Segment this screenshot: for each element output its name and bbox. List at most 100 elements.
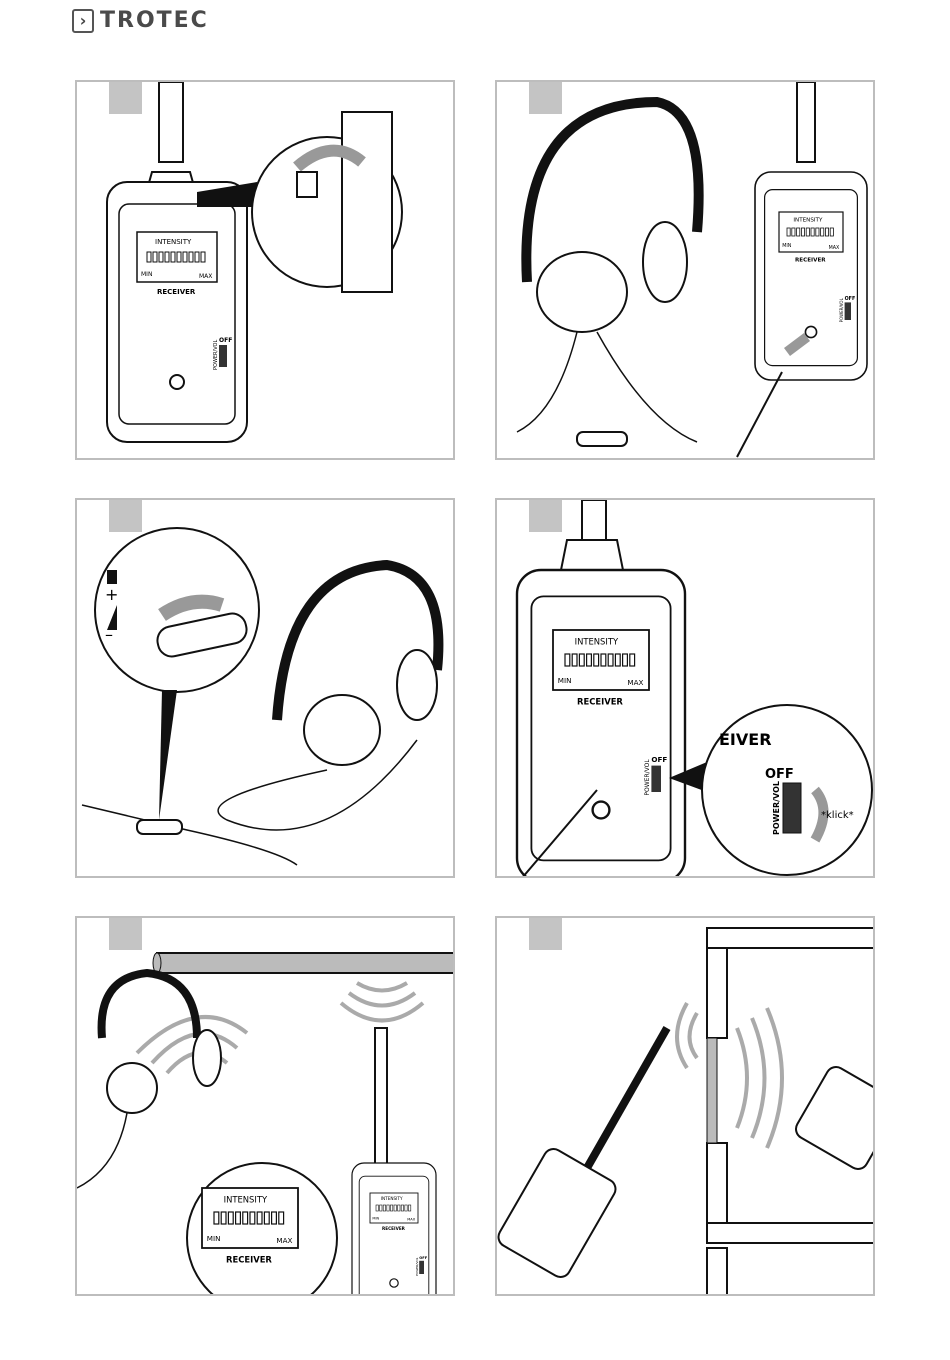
intensity-bar-segment bbox=[821, 228, 824, 236]
intensity-bar-segment bbox=[189, 252, 193, 262]
power-volume-switch[interactable] bbox=[419, 1261, 424, 1274]
receiver-label: RECEIVER bbox=[795, 258, 826, 264]
intensity-bar-segment bbox=[387, 1205, 389, 1211]
intensity-bar-segment bbox=[398, 1205, 400, 1211]
intensity-bar-segment bbox=[587, 654, 592, 666]
off-label: OFF bbox=[651, 755, 667, 764]
max-label: MAX bbox=[627, 678, 643, 687]
max-label: MAX bbox=[829, 245, 840, 251]
intensity-bar-segment bbox=[394, 1205, 396, 1211]
intensity-bar-segment bbox=[801, 228, 804, 236]
intensity-bar-segment bbox=[572, 654, 577, 666]
signal-waves-icon bbox=[677, 1003, 782, 1148]
intensity-bar-segment bbox=[195, 252, 199, 262]
intensity-bar-segment bbox=[797, 228, 800, 236]
intensity-bar-segment bbox=[383, 1205, 385, 1211]
intensity-bar-segment bbox=[630, 654, 635, 666]
intensity-bar-segment bbox=[171, 252, 175, 262]
intensity-label: INTENSITY bbox=[793, 218, 823, 224]
figure-panel-6 bbox=[495, 916, 875, 1296]
intensity-bar-segment bbox=[787, 228, 790, 236]
svg-text:OFF: OFF bbox=[765, 767, 794, 782]
wall-locating-illustration bbox=[497, 918, 875, 1296]
svg-text:EIVER: EIVER bbox=[719, 730, 772, 749]
intensity-bar-segment bbox=[257, 1212, 262, 1224]
intensity-bar-segment bbox=[243, 1212, 248, 1224]
max-label: MAX bbox=[276, 1236, 292, 1245]
max-label: MAX bbox=[199, 273, 212, 280]
receiver-antenna-illustration: INTENSITYMINMAXRECEIVEROFFPOWER/VOL bbox=[77, 82, 455, 460]
intensity-bar-segment bbox=[221, 1212, 226, 1224]
intensity-bar-segment bbox=[401, 1205, 403, 1211]
intensity-bar-segment bbox=[250, 1212, 255, 1224]
headphone-jack[interactable] bbox=[170, 375, 184, 389]
svg-text:POWER/VOL: POWER/VOL bbox=[772, 781, 781, 835]
min-label: MIN bbox=[207, 1234, 221, 1243]
intensity-bar-segment bbox=[279, 1212, 284, 1224]
intensity-bar-segment bbox=[214, 1212, 219, 1224]
intensity-bar-segment bbox=[236, 1212, 241, 1224]
trotec-logo: › TROTEC bbox=[72, 8, 209, 33]
receiver-label: RECEIVER bbox=[226, 1254, 272, 1264]
intensity-bar-segment bbox=[153, 252, 157, 262]
power-volume-switch[interactable] bbox=[845, 302, 851, 320]
intensity-bar-segment bbox=[623, 654, 628, 666]
intensity-bar-segment bbox=[408, 1205, 410, 1211]
power-vol-label: POWER/VOL bbox=[644, 759, 651, 796]
power-vol-label: POWER/VOL bbox=[213, 340, 219, 370]
intensity-bar-segment bbox=[183, 252, 187, 262]
off-label: OFF bbox=[419, 1256, 428, 1260]
intensity-bar-segment bbox=[608, 654, 613, 666]
intensity-bar-segment bbox=[811, 228, 814, 236]
headphone-jack[interactable] bbox=[805, 326, 816, 337]
speaker-icon bbox=[107, 570, 117, 584]
svg-text:+: + bbox=[105, 585, 118, 604]
intensity-bar-segment bbox=[159, 252, 163, 262]
intensity-bar-segment bbox=[594, 654, 599, 666]
intensity-bar-segment bbox=[830, 228, 833, 236]
intensity-bar-segment bbox=[380, 1205, 382, 1211]
chevron-right-icon: › bbox=[72, 9, 94, 33]
power-vol-label: POWER/VOL bbox=[415, 1257, 419, 1275]
power-vol-label: POWER/VOL bbox=[839, 297, 844, 322]
intensity-bar-segment bbox=[228, 1212, 233, 1224]
power-volume-switch[interactable] bbox=[651, 766, 661, 792]
headphone-jack[interactable] bbox=[390, 1279, 398, 1287]
intensity-bar-segment bbox=[405, 1205, 407, 1211]
intensity-bar-segment bbox=[792, 228, 795, 236]
intensity-bar-segment bbox=[390, 1205, 392, 1211]
intensity-bar-segment bbox=[264, 1212, 269, 1224]
intensity-bar-segment bbox=[615, 654, 620, 666]
intensity-label: INTENSITY bbox=[381, 1196, 403, 1201]
min-label: MIN bbox=[141, 271, 152, 278]
receiver-label: RECEIVER bbox=[577, 696, 623, 706]
headphone-jack[interactable] bbox=[593, 802, 610, 819]
signal-detection-illustration: INTENSITYMINMAXRECEIVEROFFPOWER/VOL INTE… bbox=[77, 918, 455, 1296]
intensity-bar-segment bbox=[165, 252, 169, 262]
power-volume-switch[interactable] bbox=[219, 345, 227, 367]
intensity-label: INTENSITY bbox=[575, 636, 619, 646]
receiver-label: RECEIVER bbox=[382, 1226, 406, 1231]
intensity-bar-segment bbox=[579, 654, 584, 666]
figure-panel-3: + – bbox=[75, 498, 455, 878]
min-label: MIN bbox=[372, 1216, 379, 1220]
intensity-bar-segment bbox=[825, 228, 828, 236]
intensity-bar-segment bbox=[806, 228, 809, 236]
intensity-bar-segment bbox=[272, 1212, 277, 1224]
intensity-label: INTENSITY bbox=[155, 238, 192, 246]
off-label: OFF bbox=[845, 296, 856, 302]
intensity-bar-segment bbox=[816, 228, 819, 236]
intensity-bar-segment bbox=[147, 252, 151, 262]
intensity-label: INTENSITY bbox=[224, 1194, 268, 1204]
min-label: MIN bbox=[558, 676, 572, 685]
svg-text:*klick*: *klick* bbox=[821, 810, 854, 821]
max-label: MAX bbox=[407, 1218, 416, 1222]
receiver-device: INTENSITY MIN MAX RECEIVER OFFPOWER/VOL bbox=[517, 570, 685, 878]
